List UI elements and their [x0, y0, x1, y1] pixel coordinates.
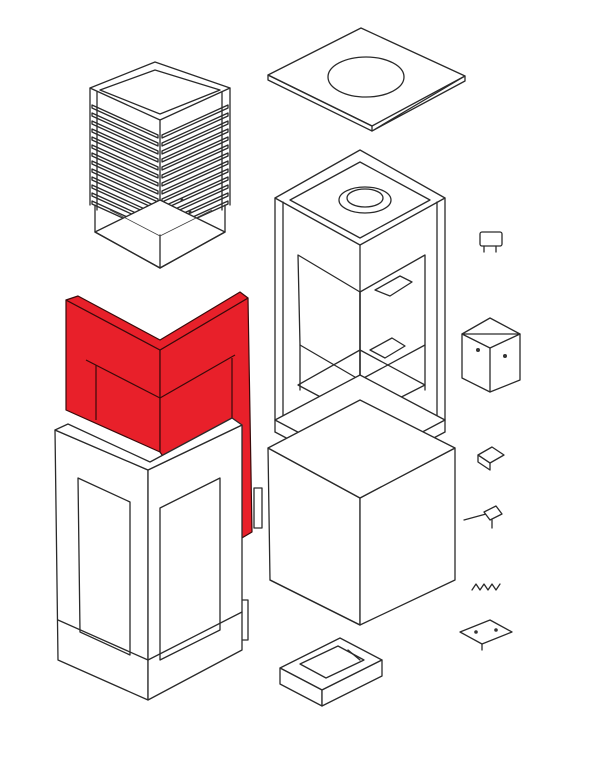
hinge-bracket-small — [479, 231, 503, 253]
grille-slat — [91, 144, 159, 179]
grille-slat — [161, 136, 229, 171]
spring — [471, 583, 501, 591]
grille-slat — [161, 152, 229, 187]
top-cover-plate — [267, 27, 466, 132]
latch-plate — [459, 619, 513, 651]
grille-slat — [161, 120, 229, 155]
front-side-panel — [54, 417, 243, 701]
grille-slat — [91, 120, 159, 155]
grille-slat — [91, 152, 159, 187]
grille-slat — [91, 136, 159, 171]
grille-slat — [91, 128, 159, 163]
grille-slat — [91, 112, 159, 147]
heat-shield-grille — [89, 61, 231, 269]
grille-slat — [161, 112, 229, 147]
main-stove-body — [267, 149, 456, 626]
grille-slat — [161, 160, 229, 195]
latch-clip — [477, 446, 505, 471]
door-hinge-plate — [461, 317, 521, 393]
grille-slat — [91, 160, 159, 195]
grille-slat — [161, 144, 229, 179]
grille-slat — [161, 128, 229, 163]
box-package — [279, 637, 383, 707]
grille-slat — [91, 104, 159, 139]
lever-handle — [463, 505, 503, 529]
grille-slat — [161, 104, 229, 139]
